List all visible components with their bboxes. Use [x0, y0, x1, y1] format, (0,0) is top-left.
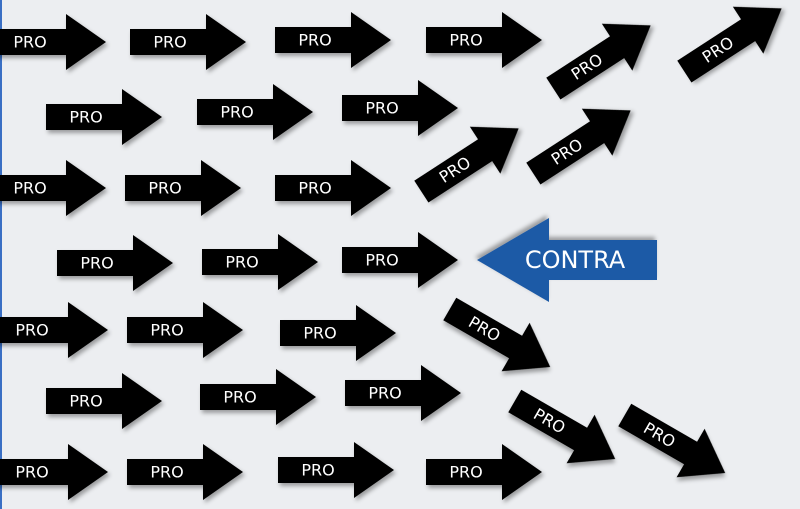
left-edge-line — [0, 0, 2, 509]
pro-arrow-shape — [342, 232, 458, 288]
pro-arrow-label: PRO — [13, 33, 46, 52]
pro-arrow-label: PRO — [368, 384, 401, 403]
pro-arrow: PRO — [127, 302, 243, 358]
pro-arrow: PRO — [342, 80, 458, 136]
pro-arrow-shape — [280, 305, 396, 361]
pro-arrow-shape — [275, 12, 391, 68]
pro-arrow: PRO — [443, 297, 551, 372]
pro-arrow-shape — [345, 365, 461, 421]
pro-arrow: PRO — [342, 232, 458, 288]
pro-arrow-shape — [197, 84, 313, 140]
pro-arrow-shape — [130, 14, 246, 70]
pro-arrow-label: PRO — [69, 108, 102, 127]
pro-arrow-shape — [127, 444, 243, 500]
pro-arrow-shape — [0, 444, 108, 500]
pro-arrow-label: PRO — [69, 392, 102, 411]
pro-arrow-shape — [278, 442, 394, 498]
pro-arrow: PRO — [275, 160, 391, 216]
pro-arrow-shape — [200, 369, 316, 425]
pro-arrow-label: PRO — [449, 31, 482, 50]
pro-arrow: PRO — [127, 444, 243, 500]
pro-arrow: PRO — [202, 234, 318, 290]
pro-arrow: PRO — [618, 403, 726, 478]
pro-arrow: PRO — [546, 23, 651, 100]
pro-arrow-label: PRO — [150, 321, 183, 340]
pro-arrow-shape — [125, 160, 241, 216]
pro-arrow: PRO — [197, 84, 313, 140]
pro-arrow-label: PRO — [298, 179, 331, 198]
pro-arrow-label: PRO — [13, 179, 46, 198]
pro-arrow-shape — [508, 389, 616, 464]
pro-arrow-shape — [443, 297, 551, 372]
pro-arrow: PRO — [0, 444, 108, 500]
pro-arrow-shape — [677, 6, 782, 83]
pro-arrow-shape — [46, 89, 162, 145]
pro-arrow: PRO — [57, 235, 173, 291]
pro-arrow-shape — [546, 23, 651, 100]
pro-arrow-label: PRO — [449, 463, 482, 482]
pro-arrow: PRO — [46, 89, 162, 145]
pro-arrow: PRO — [46, 373, 162, 429]
pro-arrow-label: PRO — [150, 463, 183, 482]
pro-arrow: PRO — [0, 14, 106, 70]
pro-arrow-shape — [0, 302, 108, 358]
pro-arrow-label: PRO — [15, 321, 48, 340]
pro-arrow-label: PRO — [365, 251, 398, 270]
pro-arrow: PRO — [200, 369, 316, 425]
pro-arrow-shape — [618, 403, 726, 478]
pro-arrow: PRO — [280, 305, 396, 361]
pro-arrow-label: PRO — [220, 103, 253, 122]
pro-arrow-shape — [275, 160, 391, 216]
contra-arrow-label: CONTRA — [525, 246, 626, 274]
pro-arrow-label: PRO — [153, 33, 186, 52]
pro-arrow-shape — [426, 12, 542, 68]
pro-arrow: PRO — [278, 442, 394, 498]
pro-arrow-label: PRO — [223, 388, 256, 407]
pro-arrow-shape — [202, 234, 318, 290]
pro-arrow-label: PRO — [298, 31, 331, 50]
pro-arrow-label: PRO — [303, 324, 336, 343]
pro-arrow-shape — [127, 302, 243, 358]
pro-arrow-label: PRO — [225, 253, 258, 272]
pro-arrow: PRO — [130, 14, 246, 70]
pro-arrow: PRO — [677, 6, 782, 83]
pro-arrow-shape — [526, 108, 631, 185]
pro-arrow-label: PRO — [301, 461, 334, 480]
pro-arrow-shape — [57, 235, 173, 291]
pro-arrow-shape — [0, 14, 106, 70]
pro-arrow: PRO — [426, 444, 542, 500]
pro-arrow-label: PRO — [80, 254, 113, 273]
pro-arrow: PRO — [275, 12, 391, 68]
pro-arrow-shape — [0, 160, 106, 216]
pro-arrow: PRO — [345, 365, 461, 421]
pro-arrow: PRO — [526, 108, 631, 185]
pro-arrow-shape — [426, 444, 542, 500]
pro-arrow-shape — [46, 373, 162, 429]
pro-arrow: PRO — [426, 12, 542, 68]
pro-arrow: PRO — [0, 302, 108, 358]
pro-arrow: PRO — [125, 160, 241, 216]
pro-arrow-label: PRO — [15, 463, 48, 482]
contra-arrow: CONTRA — [477, 218, 657, 302]
contra-arrow-shape — [477, 218, 657, 302]
pro-arrow-shape — [342, 80, 458, 136]
pro-arrow-label: PRO — [148, 179, 181, 198]
pro-arrow: PRO — [0, 160, 106, 216]
pro-arrow-shape — [414, 126, 519, 203]
pro-arrow-label: PRO — [365, 99, 398, 118]
